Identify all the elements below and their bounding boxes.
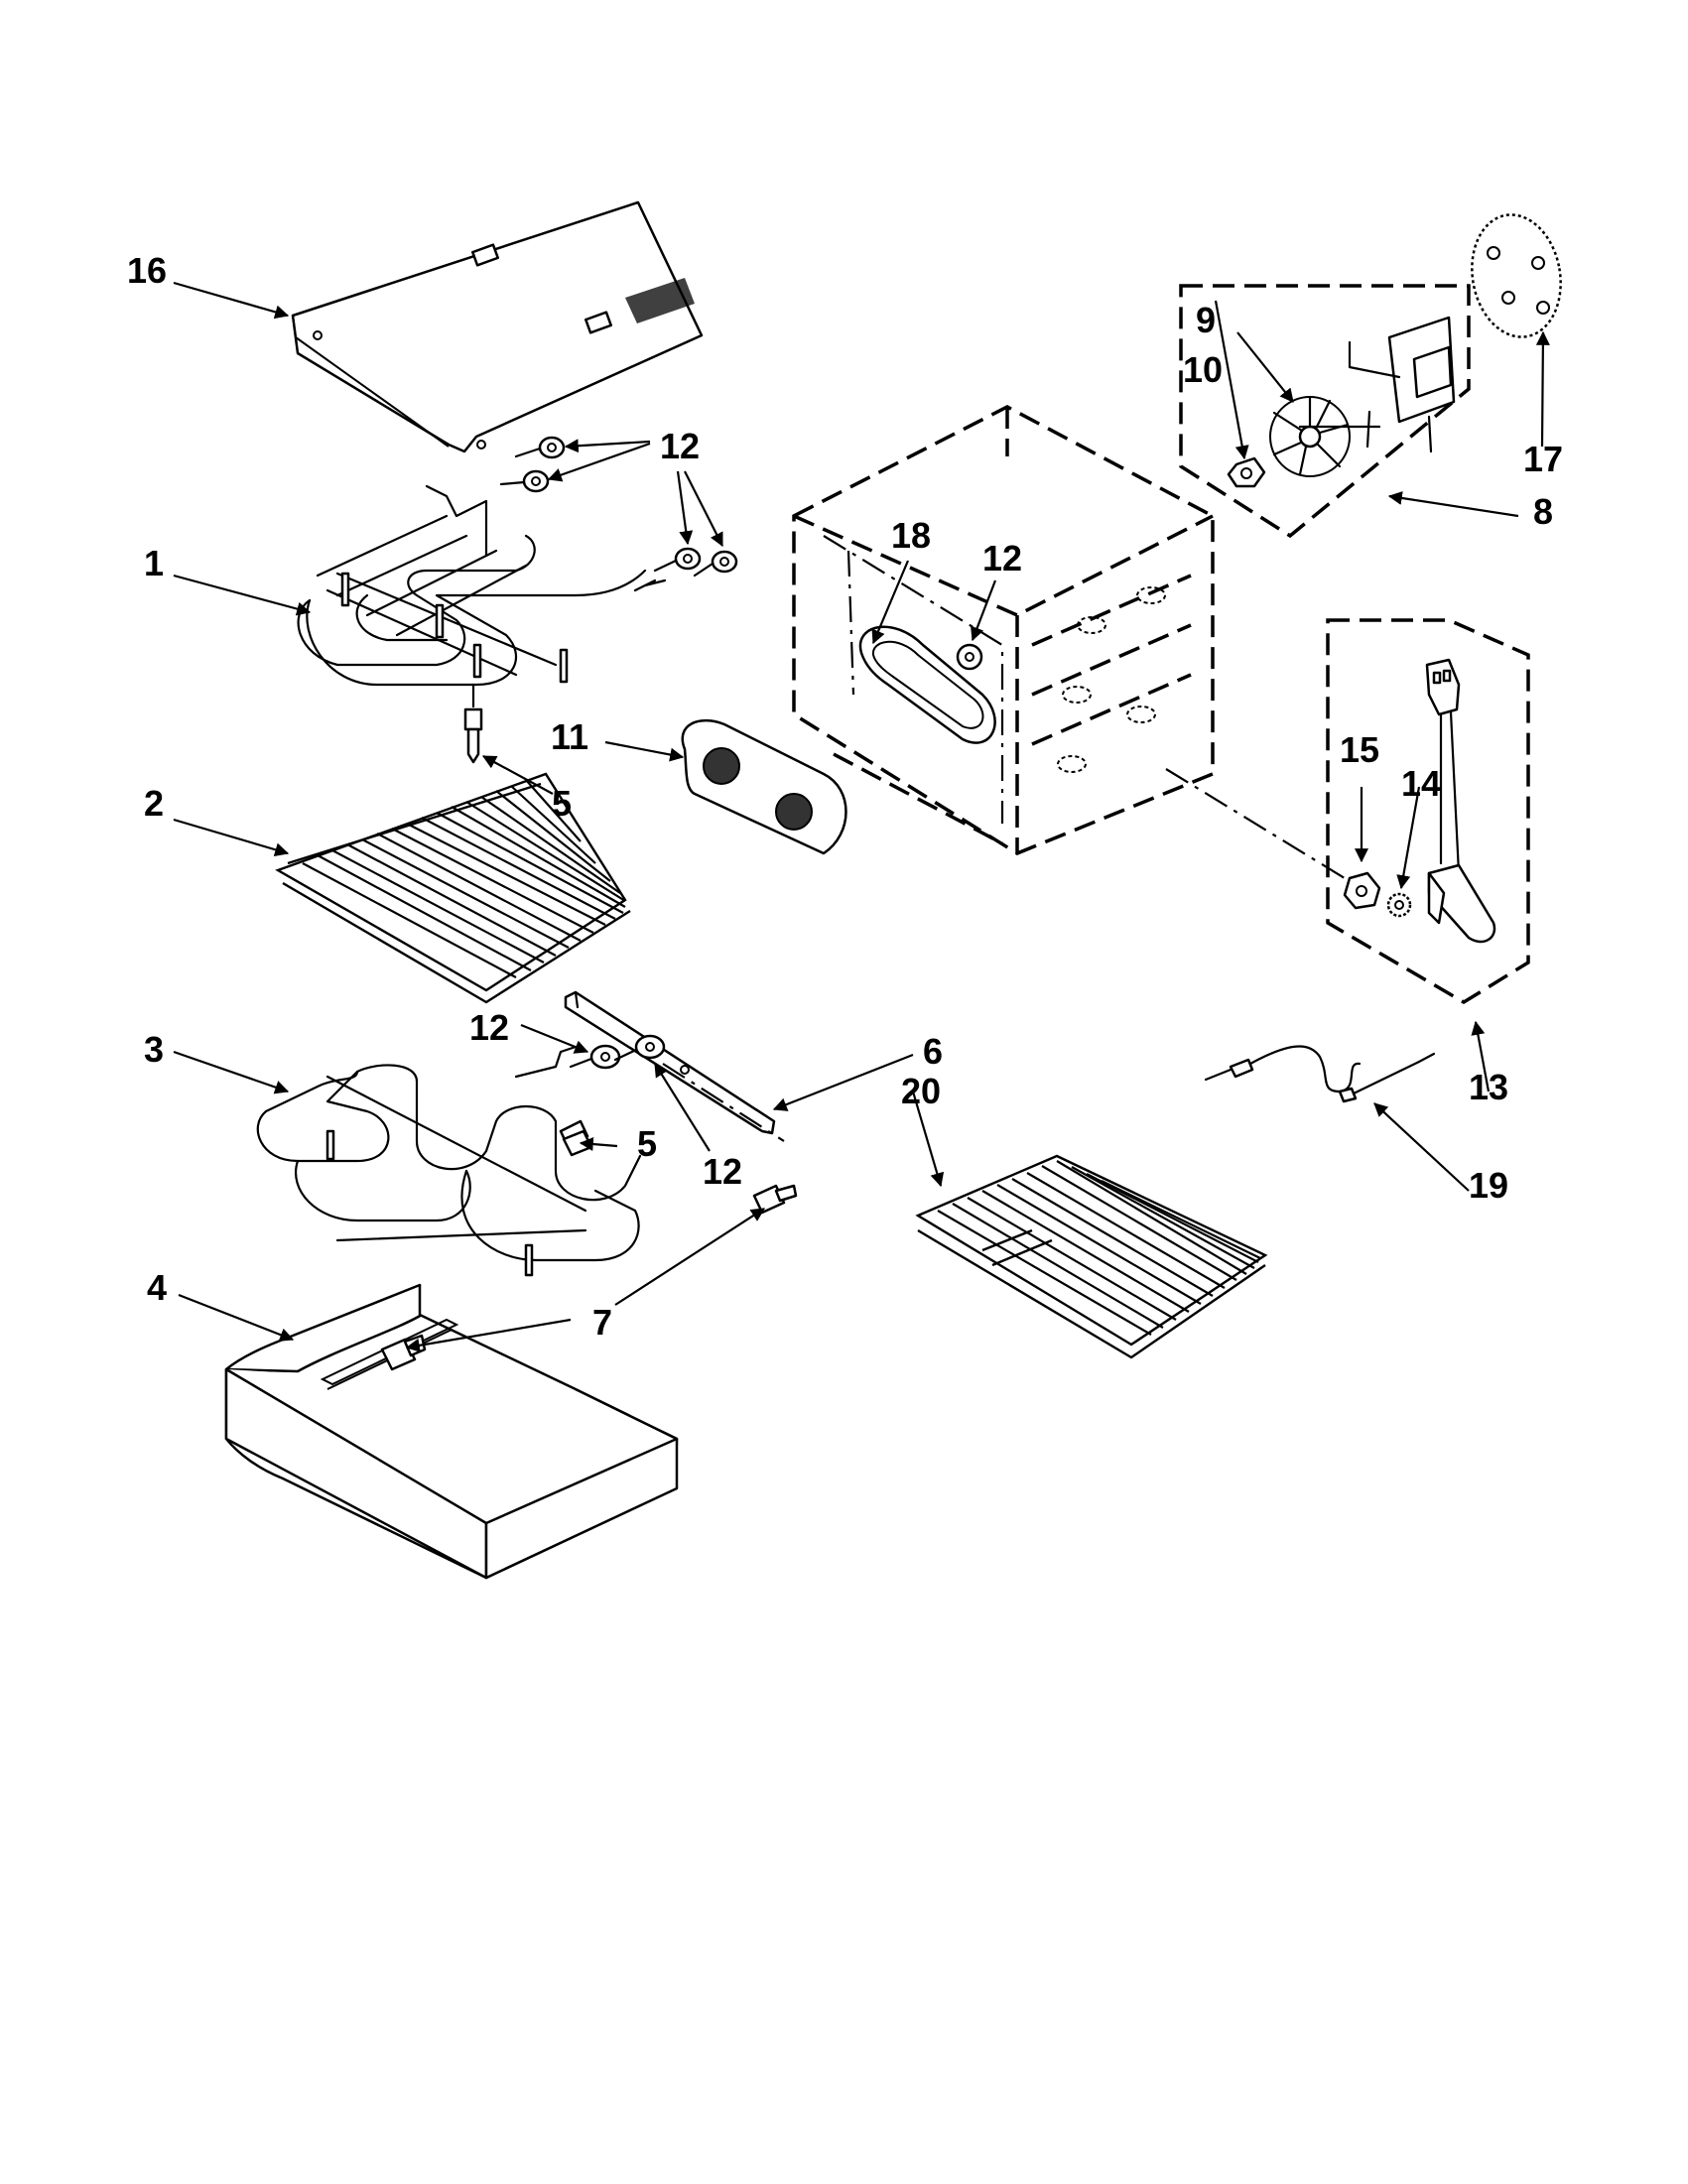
washers-upper — [499, 436, 738, 578]
sensor-connector — [1425, 658, 1461, 716]
callout-8: 8 — [1533, 491, 1553, 532]
callout-13: 13 — [1469, 1067, 1508, 1107]
sensor-washer — [1386, 892, 1412, 918]
cavity-washer — [956, 643, 983, 671]
callout-9: 9 — [1196, 300, 1216, 340]
callout-10: 10 — [1183, 349, 1223, 390]
callout-5-upper: 5 — [552, 783, 572, 824]
sensor-nut — [1343, 871, 1381, 910]
callout-19: 19 — [1469, 1165, 1508, 1206]
callout-12-cavity: 12 — [982, 538, 1022, 578]
part-11-fan-cover — [681, 718, 847, 855]
part-6-bracket — [564, 990, 776, 1135]
vent-grille — [625, 278, 695, 323]
part-8-convection-assembly — [1179, 284, 1471, 539]
leader-lines — [173, 281, 1550, 1352]
callout-11: 11 — [551, 716, 588, 757]
washers-lower — [569, 1034, 785, 1142]
fan-nut — [1227, 456, 1266, 488]
screw-7-right — [752, 1184, 798, 1215]
callout-17: 17 — [1523, 439, 1563, 479]
part-20-lower-rack — [915, 1154, 1268, 1359]
part-3-bake-element — [256, 1045, 642, 1277]
callout-12-lower-right: 12 — [703, 1151, 742, 1192]
part-17-gasket — [1471, 213, 1562, 338]
part-18-oval-gasket — [858, 625, 996, 744]
callout-12-lower-left: 12 — [469, 1007, 509, 1048]
callout-12-top: 12 — [660, 426, 700, 466]
callout-4: 4 — [147, 1267, 167, 1308]
screw-5-upper — [463, 683, 483, 764]
part-13-sensor-assembly — [1326, 618, 1530, 1005]
part-19-meat-probe — [1204, 1045, 1436, 1103]
fan-blade — [1269, 395, 1351, 477]
callout-18: 18 — [891, 515, 931, 556]
oven-cavity — [792, 405, 1346, 879]
callout-3: 3 — [144, 1029, 164, 1070]
callout-14: 14 — [1401, 763, 1441, 804]
callout-labels: 16 12 1 5 11 2 18 12 9 10 17 8 15 14 12 … — [127, 250, 1563, 1343]
callout-20: 20 — [901, 1071, 941, 1111]
callout-16: 16 — [127, 250, 167, 291]
part-2-upper-rack — [275, 772, 631, 1004]
screw-7-left — [380, 1334, 427, 1371]
fan-motor — [1298, 316, 1456, 453]
callout-7: 7 — [592, 1302, 612, 1343]
part-16-top-cover — [291, 200, 704, 453]
part-1-broil-element — [297, 484, 667, 687]
part-4-pan — [224, 1283, 679, 1580]
callout-15: 15 — [1340, 729, 1379, 770]
callout-2: 2 — [144, 783, 164, 824]
callout-1: 1 — [144, 543, 164, 583]
callout-6: 6 — [923, 1031, 943, 1072]
callout-5-lower: 5 — [637, 1123, 657, 1164]
